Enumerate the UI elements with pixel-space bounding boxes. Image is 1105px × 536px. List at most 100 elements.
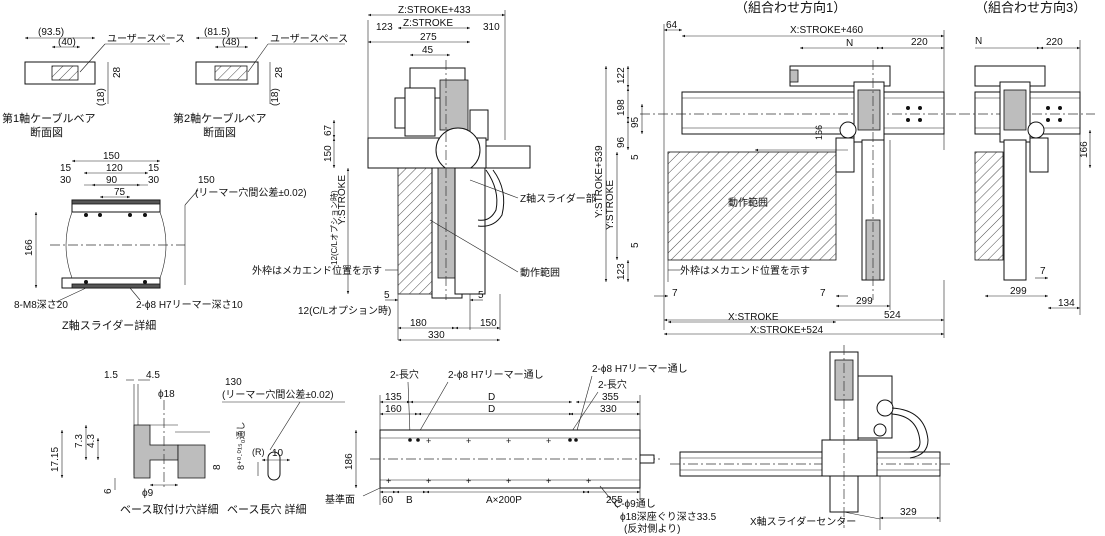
bv-d-upper: D — [488, 392, 495, 403]
fv-150: 150 — [323, 145, 334, 162]
side-view: X軸スライダーセンター 329 — [670, 345, 950, 530]
zd-pitch-1: 150 — [198, 175, 215, 186]
c3-134: 134 — [1058, 298, 1075, 309]
a2-bottom-dim: (18) — [270, 88, 281, 106]
bv-ref-surface: 基準面 — [325, 493, 355, 506]
fv-5a: 5 — [384, 290, 390, 301]
zd-title: Z軸スライダー詳細 — [62, 318, 156, 332]
tv-y-stroke-539: Y:STROKE+539 — [594, 145, 605, 218]
svg-text:+: + — [546, 436, 551, 446]
top-view: （組合わせ方向1） 64 X:STROKE+460 N 220 動作範囲 — [594, 0, 960, 338]
sd-8: 8 — [212, 464, 223, 470]
fv-outer-frame: 外枠はメカエンド位置を示す — [252, 264, 382, 277]
sd-title: ベース長穴 詳細 — [227, 502, 307, 516]
svg-text:+: + — [386, 476, 391, 486]
c3-7: 7 — [1040, 266, 1046, 277]
bv-pitch: A×200P — [486, 495, 522, 506]
fv-cl-option-v: 12(C/Lオプション時) — [330, 190, 339, 265]
tv-5b: 5 — [630, 242, 641, 248]
bh-73: 7.3 — [74, 434, 85, 448]
a2-inner-dim: (48) — [222, 37, 240, 48]
sv-x-slider-center: X軸スライダーセンター — [750, 515, 856, 528]
c3-n: N — [975, 36, 982, 47]
svg-text:+: + — [546, 476, 551, 486]
fv-cl-option-h: 12(C/Lオプション時) — [298, 305, 391, 317]
bv-355: 355 — [602, 392, 619, 403]
zd-pitch-2: (リーマー穴間公差±0.02) — [195, 186, 307, 199]
bh-43: 4.3 — [86, 434, 97, 448]
svg-text:+: + — [466, 436, 471, 446]
tv-x-stroke: X:STROKE — [728, 312, 779, 323]
a1-title-2: 断面図 — [30, 125, 63, 139]
bv-135: 135 — [385, 392, 402, 403]
zd-90: 90 — [106, 175, 118, 186]
cable-section-axis1: (93.5) (40) ユーザースペース 28 (18) 第1軸ケーブルベア 断… — [2, 27, 185, 139]
bh-15: 1.5 — [104, 370, 118, 381]
tv-299: 299 — [856, 296, 873, 307]
a2-outer-dim: (81.5) — [204, 27, 230, 38]
svg-text:+: + — [426, 476, 431, 486]
zd-166: 166 — [24, 239, 35, 256]
a1-outer-dim: (93.5) — [38, 27, 64, 38]
bh-title: ベース取付け穴詳細 — [120, 502, 218, 516]
zd-30a: 30 — [60, 175, 72, 186]
bv-d-lower: D — [488, 404, 495, 415]
a1-title-1: 第1軸ケーブルベア — [2, 111, 95, 125]
fv-motion-range: 動作範囲 — [520, 266, 560, 279]
bv-c-holes-1: C-ϕ9通し — [614, 498, 656, 510]
svg-text:+: + — [426, 436, 431, 446]
bv-186: 186 — [344, 453, 355, 470]
bv-330: 330 — [600, 404, 617, 415]
bv-c-holes-3: (反対側より) — [624, 522, 680, 535]
zd-15a: 15 — [60, 163, 72, 174]
tv-166: 166 — [814, 125, 824, 140]
sd-tol: 8⁺⁰·⁰¹⁵₀通し — [236, 422, 246, 470]
tv-y-stroke: Y:STROKE — [605, 180, 616, 230]
bh-phi18: ϕ18 — [158, 389, 175, 400]
tv-x-stroke-460: X:STROKE+460 — [790, 25, 864, 36]
heading-combo1: （組合わせ方向1） — [735, 0, 846, 15]
zd-120: 120 — [106, 163, 123, 174]
fv-z-stroke-433: Z:STROKE+433 — [398, 5, 471, 16]
base-view: 2-長穴 2-ϕ8 H7リーマー通し 2-ϕ8 H7リーマー通し 2-長穴 13… — [325, 363, 717, 535]
fv-180: 180 — [410, 318, 427, 329]
heading-combo3: （組合わせ方向3） — [975, 0, 1086, 15]
fv-y-stroke: Y:STROKE — [337, 175, 348, 225]
a1-inner-dim: (40) — [58, 37, 76, 48]
zd-15b: 15 — [148, 163, 160, 174]
bv-c-holes-2: ϕ18深座ぐり深さ33.5 — [620, 510, 717, 523]
a1-height-dim: 28 — [112, 66, 123, 78]
svg-text:+: + — [506, 436, 511, 446]
sv-329: 329 — [900, 507, 917, 518]
fv-z-stroke: Z:STROKE — [403, 18, 453, 29]
c3-299: 299 — [1010, 286, 1027, 297]
zd-150: 150 — [103, 151, 120, 162]
fv-123: 123 — [376, 22, 393, 33]
bh-45: 4.5 — [146, 370, 160, 381]
zd-75: 75 — [114, 187, 126, 198]
front-view: Z:STROKE+433 Z:STROKE 123 310 275 45 67 — [252, 5, 596, 342]
a2-title-2: 断面図 — [203, 125, 236, 139]
tv-motion-range: 動作範囲 — [728, 196, 768, 209]
bh-phi9: ϕ9 — [142, 488, 154, 499]
a2-height-dim: 28 — [274, 66, 285, 78]
a2-title-1: 第2軸ケーブルベア — [173, 111, 266, 125]
bv-60: 60 — [382, 495, 394, 506]
bv-b: B — [406, 495, 413, 506]
fv-275: 275 — [420, 32, 437, 43]
bv-reamer-left: 2-ϕ8 H7リーマー通し — [448, 369, 544, 381]
bv-255: 255 — [606, 495, 623, 506]
fv-z-slider: Z軸スライダー部 — [520, 192, 596, 205]
fv-150b: 150 — [480, 318, 497, 329]
c3-220: 220 — [1046, 37, 1063, 48]
fv-310: 310 — [483, 22, 500, 33]
tv-220: 220 — [911, 37, 928, 48]
tv-64: 64 — [666, 20, 678, 31]
bv-slot-right: 2-長穴 — [598, 378, 627, 391]
zd-30b: 30 — [148, 175, 160, 186]
zd-reamer-holes: 2-ϕ8 H7リーマー深さ10 — [136, 299, 243, 311]
fv-5b: 5 — [478, 290, 484, 301]
z-slider-detail: 150 120 15 15 30 30 90 75 166 150 (リーマー穴… — [14, 151, 307, 332]
tv-95: 95 — [630, 116, 641, 128]
